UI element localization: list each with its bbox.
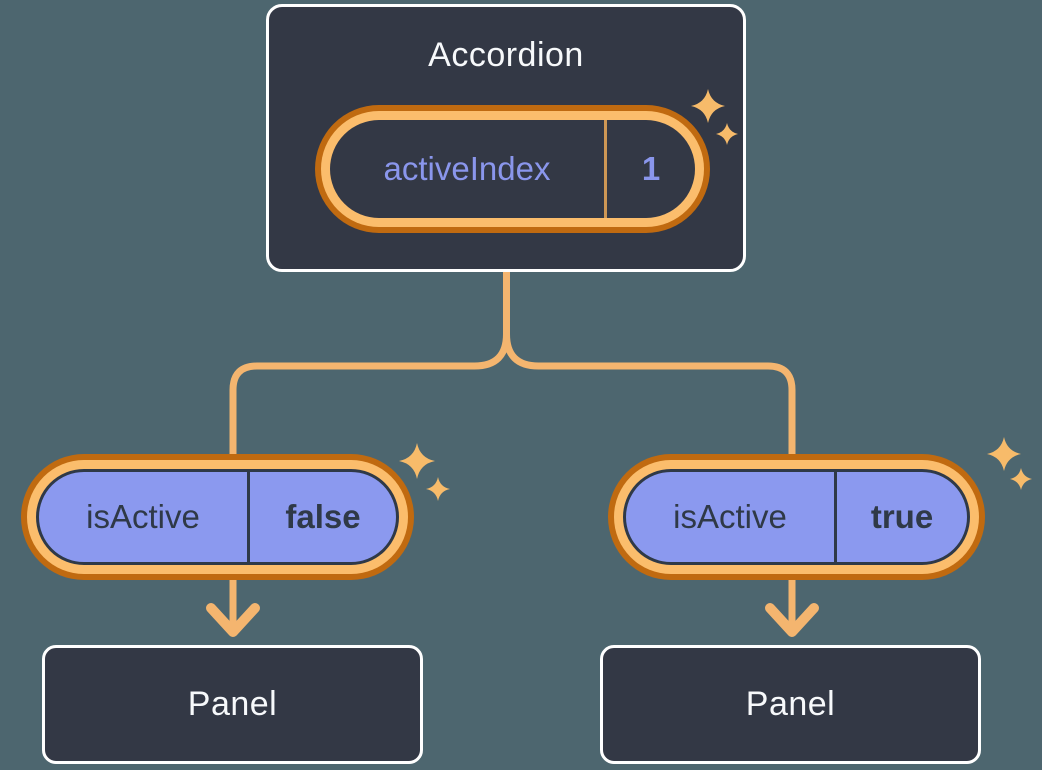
state-pill: activeIndex 1 xyxy=(315,105,710,233)
accordion-title: Accordion xyxy=(428,36,584,74)
prop-pill-ring: isActive true xyxy=(614,460,979,574)
prop-pill-core: isActive false xyxy=(36,469,399,565)
prop-pill-isactive-false: isActive false xyxy=(21,454,414,580)
prop-name: isActive xyxy=(673,498,787,535)
prop-pill-divider xyxy=(834,472,837,562)
state-pill-ring: activeIndex 1 xyxy=(321,111,704,227)
panel-card-left: Panel xyxy=(42,645,423,764)
prop-value: false xyxy=(285,498,361,535)
connector-right-branch xyxy=(503,266,796,632)
prop-pill-ring: isActive false xyxy=(27,460,408,574)
arrow-down-icon xyxy=(206,603,260,637)
prop-pill-isactive-true: isActive true xyxy=(608,454,985,580)
prop-name: isActive xyxy=(86,498,200,535)
arrow-down-icon xyxy=(765,603,819,637)
state-name: activeIndex xyxy=(383,150,551,187)
prop-pill-divider xyxy=(247,472,250,562)
state-pill-divider xyxy=(604,120,607,218)
panel-title: Panel xyxy=(187,685,278,723)
panel-card-right: Panel xyxy=(600,645,981,764)
panel-title: Panel xyxy=(745,685,836,723)
prop-value: true xyxy=(870,498,934,535)
prop-pill-core: isActive true xyxy=(623,469,970,565)
state-value: 1 xyxy=(641,150,661,187)
state-pill-core: activeIndex 1 xyxy=(330,120,695,218)
accordion-card: Accordion activeIndex 1 xyxy=(266,4,746,272)
